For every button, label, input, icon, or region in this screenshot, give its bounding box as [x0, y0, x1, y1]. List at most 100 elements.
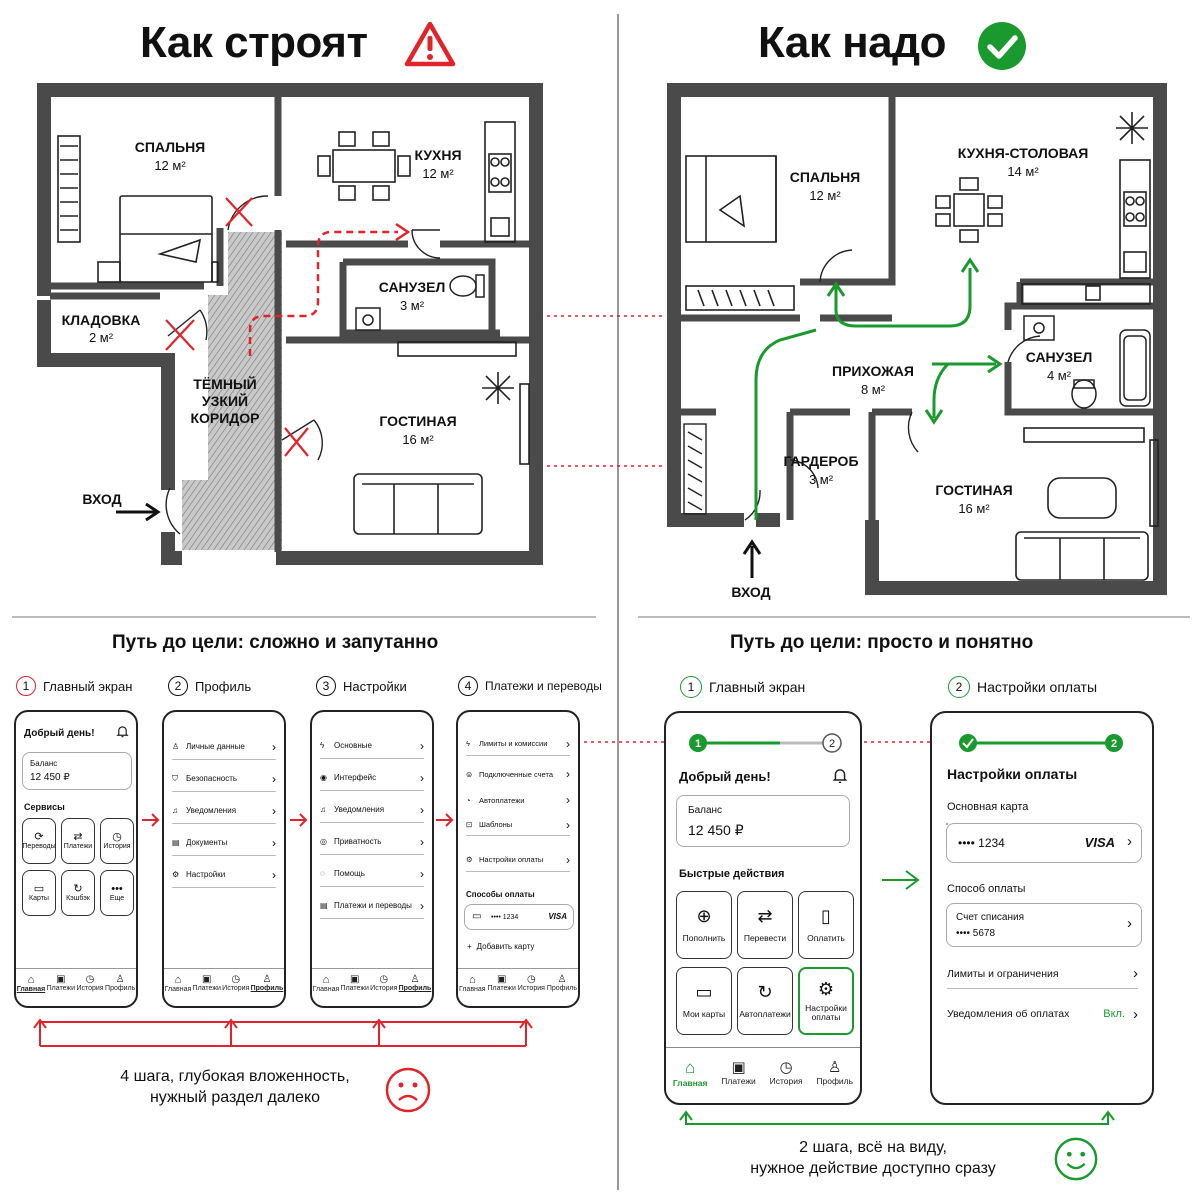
action-payment-settings[interactable]: ⚙Настройки оплаты [798, 967, 854, 1035]
payment-card[interactable]: ▭ •••• 1234 VISA [464, 904, 574, 930]
tab-profile[interactable]: ♙Профиль [816, 1058, 853, 1086]
action-label: Оплатить [807, 932, 845, 943]
tab-label: Главная [312, 986, 340, 993]
smile-face-icon [1054, 1137, 1098, 1181]
tab-label: Профиль [250, 985, 284, 992]
right-floor-plan: СПАЛЬНЯ КУХНЯ-СТОЛОВАЯ ПРИХОЖАЯ САНУЗЕЛ … [667, 83, 1167, 600]
check-icon [962, 738, 974, 749]
tab-payments[interactable]: ▣Платежи [721, 1058, 755, 1086]
profile-row[interactable]: ⚙Настройки› [172, 862, 276, 888]
profile-row[interactable]: ♙Личные данные› [172, 734, 276, 760]
settings-row[interactable]: ◎Приватность› [320, 829, 424, 855]
tab-profile[interactable]: ♙Профиль [251, 974, 284, 992]
clock-icon: ◷ [85, 974, 95, 985]
tab-payments[interactable]: ▣Платежи [193, 974, 221, 992]
service-cashback[interactable]: ↻ Кэшбэк [61, 870, 95, 916]
settings-row[interactable]: ◉Интерфейс› [320, 765, 424, 791]
tab-payments[interactable]: ▣Платежи [47, 974, 75, 992]
profile-row[interactable]: ♫Уведомления› [172, 798, 276, 824]
tab-home[interactable]: ⌂Главная [17, 974, 45, 993]
limits-row[interactable]: Лимиты и ограничения› [947, 959, 1138, 989]
home-icon: ⌂ [468, 974, 476, 986]
chevron-right-icon: › [272, 867, 276, 882]
bell-icon[interactable] [116, 725, 129, 738]
add-card-label: Добавить карту [476, 942, 535, 951]
bell-icon[interactable] [832, 767, 848, 784]
balance-value: 12 450 ₽ [30, 772, 70, 783]
payments-row[interactable]: ⊜Подключенные счета› [466, 764, 570, 784]
chevron-right-icon: › [272, 835, 276, 850]
home-icon: ⌂ [685, 1058, 696, 1077]
tab-label: Платежи [487, 985, 516, 992]
left-phone-home: Добрый день! Баланс 12 450 ₽ Сервисы ⟳ П… [14, 710, 138, 1008]
right-caption-line-1: 2 шага, всё на виду, [799, 1139, 947, 1156]
tab-history[interactable]: ◷История [770, 1058, 803, 1086]
tab-label: Профиль [398, 985, 432, 992]
row-label: Лимиты и ограничения [947, 967, 1059, 980]
tab-label: История [769, 1076, 803, 1086]
chevron-right-icon: › [420, 802, 424, 817]
payments-row[interactable]: ⊡Шаблоны› [466, 814, 570, 836]
method-field[interactable]: Счет списания •••• 5678 › [946, 903, 1142, 947]
profile-row[interactable]: ▤Документы› [172, 830, 276, 856]
autopay-icon: ↻ [757, 982, 773, 1003]
bell-icon: ♫ [172, 806, 178, 815]
action-top-up[interactable]: ⊕Пополнить [676, 891, 732, 959]
tab-payments[interactable]: ▣Платежи [487, 974, 515, 992]
settings-title: Настройки оплаты [947, 766, 1078, 782]
tab-label: Профиль [816, 1076, 854, 1086]
chevron-right-icon: › [1127, 915, 1132, 932]
right-hall-area: 8 м² [861, 382, 886, 397]
action-pay[interactable]: ▯Оплатить [798, 891, 854, 959]
tab-label: Платежи [192, 985, 221, 992]
main-card[interactable] [946, 823, 948, 825]
action-autopay[interactable]: ↻Автоплатежи [737, 967, 793, 1035]
progress-bar: 1 2 [689, 733, 842, 753]
balance-card[interactable]: Баланс 12 450 ₽ [676, 795, 850, 847]
service-payments[interactable]: ⇄ Платежи [61, 818, 95, 864]
right-hall-name: ПРИХОЖАЯ [832, 363, 914, 379]
tab-bar: ⌂Главная ▣Платежи ◷История ♙Профиль [666, 1047, 860, 1103]
settings-row[interactable]: ♫Уведомления› [320, 797, 424, 823]
profile-row[interactable]: ⛉Безопасность› [172, 766, 276, 792]
row-label: Настройки оплаты [479, 855, 544, 864]
tab-profile[interactable]: ♙Профиль [547, 974, 577, 992]
tab-history[interactable]: ◷История [518, 974, 545, 992]
service-more[interactable]: ••• Еще [100, 870, 134, 916]
settings-row[interactable]: ▤Платежи и переводы› [320, 893, 424, 919]
left-title: Как строят [140, 18, 368, 67]
settings-row[interactable]: ◌Помощь› [320, 861, 424, 887]
tab-history[interactable]: ◷История [370, 974, 397, 992]
balance-card[interactable]: Баланс 12 450 ₽ [22, 752, 132, 790]
main-card-brand: VISA [1084, 835, 1115, 850]
main-card-field[interactable]: •••• 1234 VISA › [946, 823, 1142, 863]
action-transfer[interactable]: ⇄Перевести [737, 891, 793, 959]
left-flow-arrows [33, 813, 533, 1047]
action-my-cards[interactable]: ▭Мои карты [676, 967, 732, 1035]
add-card-button[interactable]: +Добавить карту [467, 942, 534, 951]
tab-home[interactable]: ⌂Главная [673, 1058, 708, 1088]
tab-history[interactable]: ◷История [222, 974, 249, 992]
gear-icon: ⚙ [172, 870, 180, 879]
user-icon: ♙ [115, 974, 125, 985]
service-history[interactable]: ◷ История [100, 818, 134, 864]
payments-row[interactable]: ◔Автоплатежи› [466, 790, 570, 810]
service-cards[interactable]: ▭ Карты [22, 870, 56, 916]
tab-bar: ⌂Главная ▣Платежи ◷История ♙Профиль [458, 968, 578, 1006]
tab-home[interactable]: ⌂Главная [459, 974, 486, 993]
tab-payments[interactable]: ▣Платежи [341, 974, 369, 992]
tab-profile[interactable]: ♙Профиль [105, 974, 135, 992]
tab-profile[interactable]: ♙Профиль [399, 974, 432, 992]
row-label: Уведомления [186, 806, 237, 815]
gear-icon: ⚙ [466, 855, 473, 864]
tab-history[interactable]: ◷История [76, 974, 103, 992]
row-label: Уведомления [334, 805, 385, 814]
service-transfers[interactable]: ⟳ Переводы [22, 818, 56, 864]
tab-home[interactable]: ⌂Главная [313, 974, 340, 993]
payments-row-settings[interactable]: ⚙Настройки оплаты› [466, 848, 570, 872]
tab-home[interactable]: ⌂Главная [165, 974, 192, 993]
